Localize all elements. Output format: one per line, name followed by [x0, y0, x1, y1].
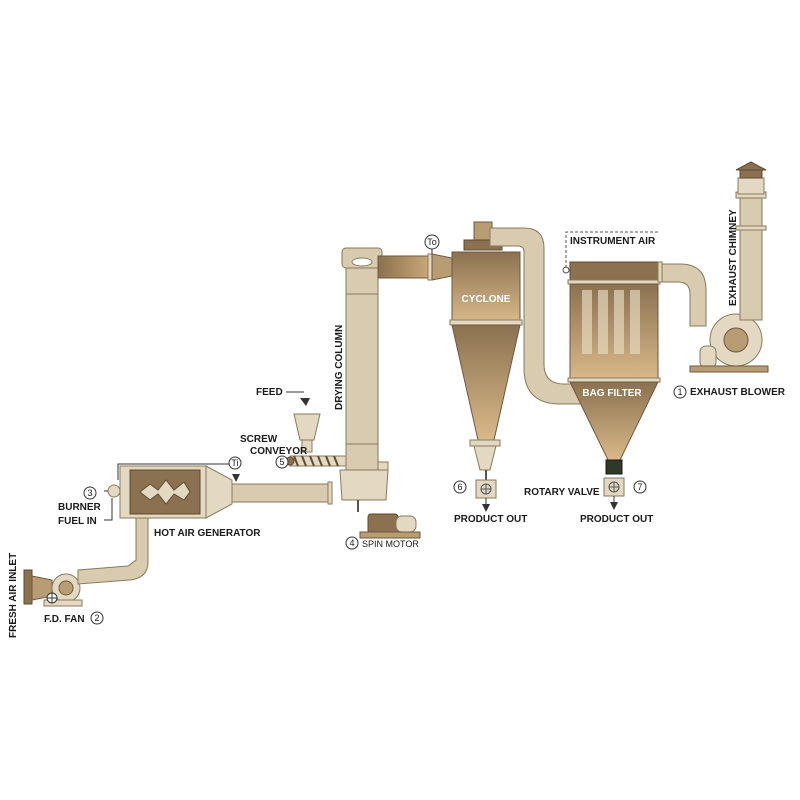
spin-motor-number: 4	[349, 538, 354, 548]
screw-conveyor-label-2: CONVEYOR	[250, 446, 308, 457]
exhaust-blower-number: 1	[677, 387, 682, 397]
rotary-valve-number: 7	[637, 482, 642, 492]
burner	[104, 484, 121, 498]
product-out-1-label: PRODUCT OUT	[454, 514, 527, 525]
cyclone-rotary-valve	[475, 479, 497, 512]
exhaust-chimney	[735, 161, 767, 321]
fd-fan	[43, 573, 83, 607]
fd-fan-number: 2	[94, 613, 99, 623]
bag-filter	[567, 261, 661, 475]
fuel-in-label: FUEL IN	[58, 516, 97, 527]
exhaust-blower	[689, 313, 769, 373]
cyclone-valve-number: 6	[457, 482, 462, 492]
product-out-2-label: PRODUCT OUT	[580, 514, 653, 525]
feed-hopper	[293, 413, 321, 453]
instrument-air-line	[562, 231, 658, 274]
feed-label: FEED	[256, 387, 283, 398]
fresh-air-inlet-label: FRESH AIR INLET	[8, 553, 19, 638]
cyclone-to-bagfilter-duct	[489, 227, 585, 405]
bagfilter-to-blower-duct	[657, 261, 707, 327]
feed-arrow	[286, 391, 310, 406]
spin-motor	[359, 513, 421, 539]
instrument-air-label: INSTRUMENT AIR	[570, 236, 656, 247]
fd-fan-duct	[77, 517, 149, 585]
cyclone-label: CYCLONE	[462, 294, 511, 305]
burner-number: 3	[87, 488, 92, 498]
bagfilter-rotary-valve	[603, 477, 625, 510]
drying-column	[339, 247, 389, 512]
exhaust-blower-label: EXHAUST BLOWER	[690, 387, 786, 398]
exhaust-chimney-label: EXHAUST CHIMNEY	[728, 209, 739, 306]
column-to-cyclone-duct	[377, 253, 453, 281]
burner-label: BURNER	[58, 502, 102, 513]
hot-air-generator-label: HOT AIR GENERATOR	[154, 528, 261, 539]
cyclone	[449, 221, 523, 480]
ti-sensor-label: Ti	[231, 458, 238, 468]
screw-conveyor-number: 5	[279, 457, 284, 467]
screw-conveyor	[285, 455, 347, 467]
fuel-line	[104, 498, 113, 521]
fd-fan-motor-icon	[46, 592, 58, 604]
to-sensor: To	[424, 234, 440, 254]
fd-fan-label: F.D. FAN	[44, 614, 85, 625]
to-sensor-label: To	[427, 237, 437, 247]
ti-sensor: Ti	[117, 456, 242, 482]
spin-motor-label: SPIN MOTOR	[362, 539, 419, 549]
drying-column-label: DRYING COLUMN	[334, 325, 345, 410]
hot-air-generator	[119, 465, 233, 519]
screw-conveyor-label-1: SCREW	[240, 434, 278, 445]
hot-air-duct	[231, 481, 333, 505]
rotary-valve-label: ROTARY VALVE	[524, 487, 600, 498]
bag-filter-label: BAG FILTER	[582, 388, 642, 399]
